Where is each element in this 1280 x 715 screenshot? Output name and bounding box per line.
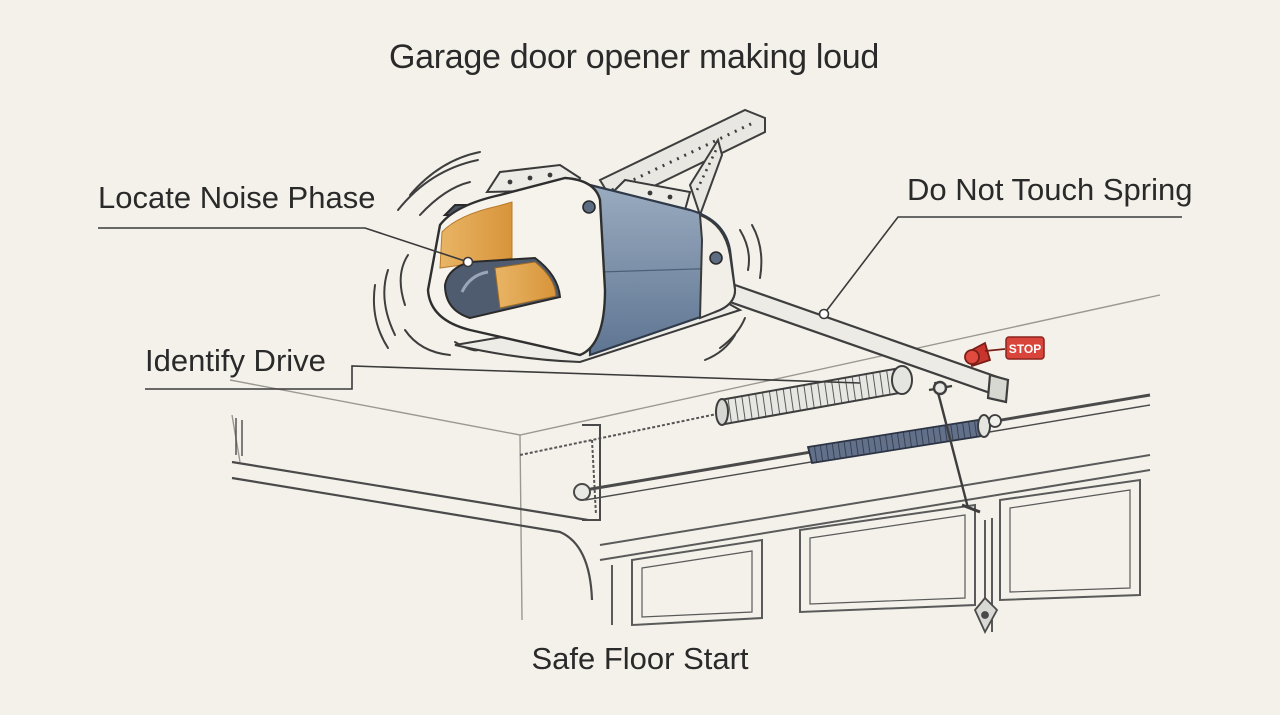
label-locate-noise-phase: Locate Noise Phase: [98, 180, 376, 215]
leader-lines: [98, 216, 1182, 390]
label-safe-floor-start: Safe Floor Start: [531, 641, 749, 676]
leader-spring: [823, 216, 1182, 315]
leader-noise: [98, 227, 469, 263]
door-arm: [928, 380, 981, 514]
torsion-spring-lower: [806, 414, 1002, 465]
garage-door: [599, 454, 1151, 632]
safety-stop-sensor: STOP: [964, 336, 1045, 368]
drive-chain: [519, 404, 761, 516]
leader-drive: [145, 365, 861, 390]
garage-door-opener: [426, 163, 743, 364]
label-do-not-touch-spring: Do Not Touch Spring: [907, 172, 1193, 207]
door-hinge: [973, 596, 999, 635]
torsion-spring-upper: [715, 365, 913, 426]
stop-sign-text: STOP: [1009, 342, 1041, 356]
page-title: Garage door opener making loud: [389, 38, 879, 76]
label-identify-drive: Identify Drive: [145, 343, 326, 378]
left-door-track: [231, 418, 594, 601]
